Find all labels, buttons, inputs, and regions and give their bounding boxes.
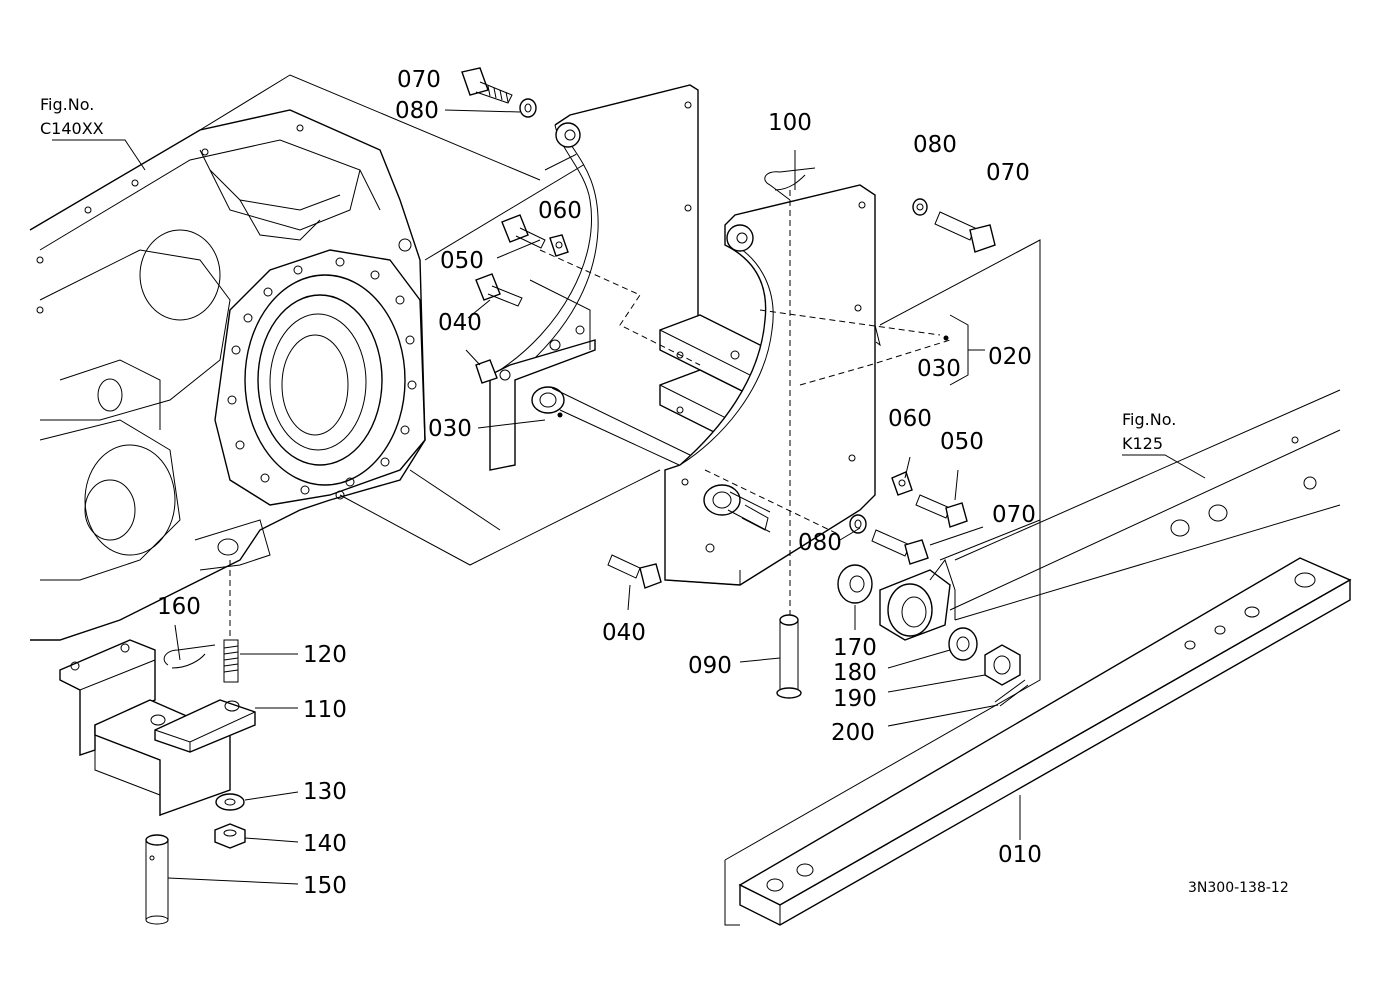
callout-070-lower: 070 [992, 502, 1036, 528]
callout-160: 160 [157, 594, 201, 620]
nut-140 [214, 823, 246, 849]
assembly-guide-lines [199, 74, 661, 566]
bolt-070-right [934, 211, 996, 253]
rear-bracket-plate [489, 84, 699, 471]
washer-180 [948, 627, 978, 661]
washer-080-right [912, 198, 928, 216]
ball-joint-housing [879, 429, 1341, 641]
flange-bolt-holes [36, 124, 417, 500]
front-bracket-plate [664, 184, 876, 586]
callout-180: 180 [833, 660, 877, 686]
callout-030-right: 030 [917, 356, 961, 382]
nut-190 [984, 644, 1021, 686]
callout-050-top: 050 [440, 248, 484, 274]
callout-150: 150 [303, 873, 347, 899]
clip-pin-160 [163, 644, 216, 669]
transmission-housing [29, 109, 426, 641]
leader-lines [52, 109, 1206, 885]
fig-ref-c140xx-line2: C140XX [40, 119, 104, 138]
callout-080-top: 080 [395, 98, 439, 124]
bolt-070-lower [871, 529, 929, 565]
drawbar-010 [724, 239, 1352, 926]
callout-170: 170 [833, 635, 877, 661]
stud-120 [223, 639, 239, 683]
callout-labels: 070 080 100 080 070 060 050 040 030 030 … [157, 67, 1042, 899]
callout-050-right: 050 [940, 429, 984, 455]
callout-070-right: 070 [986, 160, 1030, 186]
callout-030-left: 030 [428, 416, 472, 442]
bolt-050-top [501, 214, 546, 249]
callout-080-right: 080 [913, 132, 957, 158]
callout-070-top: 070 [397, 67, 441, 93]
bolt-070-top [461, 67, 513, 104]
nut-060-right [891, 471, 913, 496]
hitch-bracket [59, 639, 256, 816]
callout-140: 140 [303, 831, 347, 857]
callout-060-top: 060 [538, 198, 582, 224]
washer-080-top [519, 98, 537, 118]
pin-150 [145, 834, 169, 925]
nut-060-top [549, 234, 569, 257]
clip-pin-100 [764, 167, 816, 201]
bolt-040-lower [607, 554, 662, 589]
drawing-code: 3N300-138-12 [1188, 880, 1289, 896]
callout-190: 190 [833, 686, 877, 712]
callout-040-top: 040 [438, 310, 482, 336]
fig-ref-c140xx: Fig.No. C140XX [40, 95, 104, 138]
pin-090 [776, 614, 802, 699]
washer-080-lower [849, 514, 867, 534]
bolt-040-top [475, 273, 523, 307]
fig-ref-k125: Fig.No. K125 [1122, 410, 1176, 453]
fig-ref-c140xx-line1: Fig.No. [40, 95, 94, 114]
callout-110: 110 [303, 697, 347, 723]
drawbar-k125 [954, 389, 1341, 621]
cotter-pin-200 [994, 679, 1029, 707]
washer-130 [215, 793, 245, 811]
fig-ref-k125-line2: K125 [1122, 434, 1163, 453]
callout-040-lower: 040 [602, 620, 646, 646]
bolt-040-mid [465, 349, 498, 384]
callout-200: 200 [831, 720, 875, 746]
callout-080-lower: 080 [798, 530, 842, 556]
callout-020: 020 [988, 344, 1032, 370]
callout-010: 010 [998, 842, 1042, 868]
washer-170 [837, 564, 873, 604]
callout-120: 120 [303, 642, 347, 668]
group-bracket-020 [943, 314, 985, 386]
callout-130: 130 [303, 779, 347, 805]
bolt-050-right [915, 494, 968, 528]
fig-ref-k125-line1: Fig.No. [1122, 410, 1176, 429]
callout-090: 090 [688, 653, 732, 679]
callout-060-right: 060 [888, 406, 932, 432]
callout-100: 100 [768, 110, 812, 136]
